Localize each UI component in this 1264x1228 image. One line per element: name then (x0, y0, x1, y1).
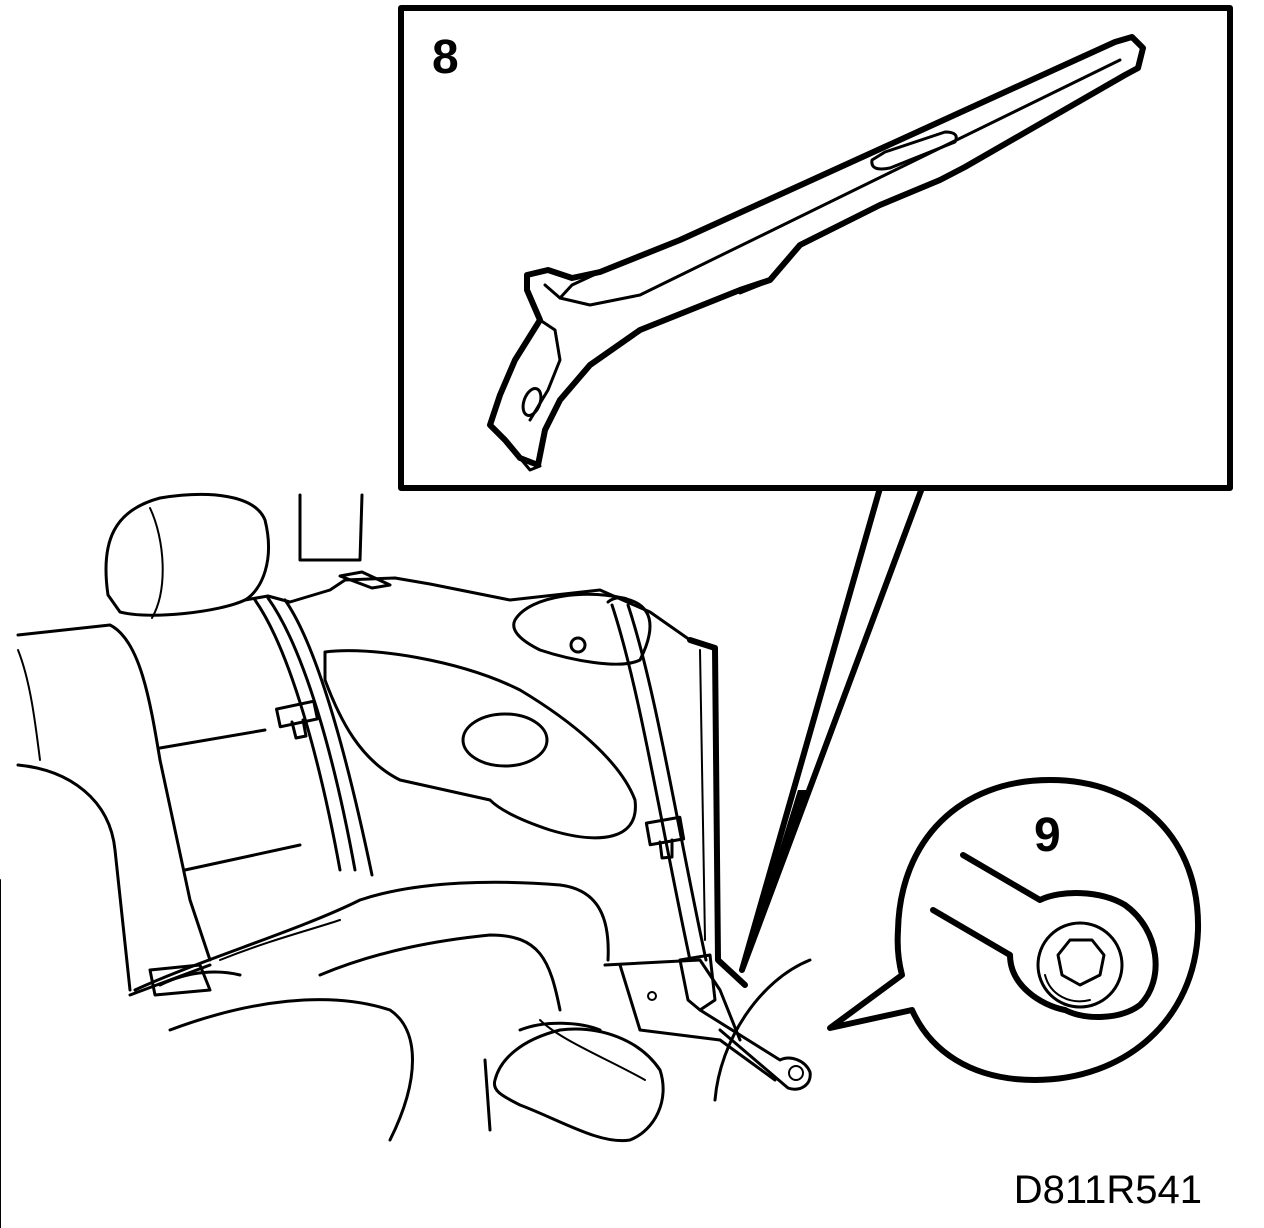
belt-tongue-outboard (644, 815, 686, 847)
trim-panel-inset (398, 5, 1233, 973)
upper-trim (512, 592, 652, 666)
callout-number-8: 8 (432, 31, 459, 84)
headrest (104, 493, 270, 617)
bolt-detail (827, 777, 1202, 1083)
rear-seat-interior (0, 493, 812, 1228)
belt-anchor (678, 953, 717, 1012)
hex-nut (1056, 938, 1106, 987)
outboard-belt (610, 603, 692, 962)
seat-back-left (16, 623, 212, 962)
c-pillar-edge (687, 637, 748, 988)
bolt-head (1036, 921, 1124, 1009)
detail-callout-circle (827, 777, 1202, 1083)
callout-number-9: 9 (1034, 809, 1061, 862)
side-panel (323, 649, 637, 840)
speaker-grille (461, 712, 549, 768)
belt-buckle-center (275, 699, 319, 729)
figure-code: D811R541 (1013, 1168, 1202, 1212)
center-belt-left (253, 598, 342, 872)
armrest (492, 1027, 665, 1143)
seat-buckle-left (148, 963, 212, 997)
inset-leader-fill (742, 790, 812, 970)
seat-cushion (133, 880, 610, 992)
b-pillar (298, 493, 364, 562)
inset-frame (398, 5, 1233, 491)
wrench (698, 1008, 812, 1091)
pillar-trim-part (487, 34, 1146, 472)
